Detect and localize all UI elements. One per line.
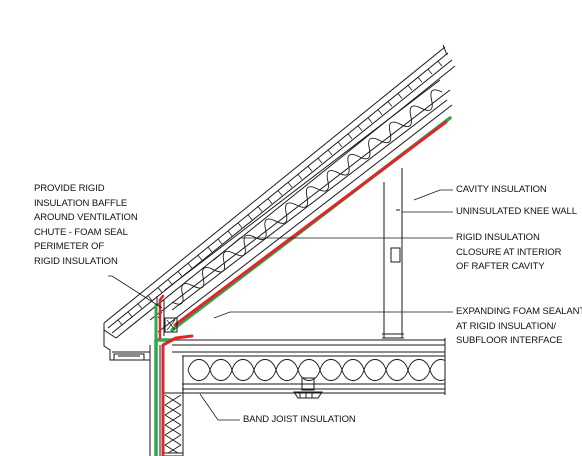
shingle-tick (327, 149, 333, 156)
cavity-insulation-batt (164, 79, 448, 311)
shingle-tick (387, 101, 393, 107)
shingle-tick (117, 319, 123, 326)
shingle-tick (417, 77, 423, 83)
shingle-tick (427, 68, 433, 75)
shingle-tick (357, 125, 363, 132)
leader-lines (108, 189, 453, 421)
shingle-tick (397, 93, 403, 99)
shingle-tick (127, 311, 133, 318)
shingle-tick (347, 133, 353, 140)
shingle-tick (227, 230, 233, 237)
baffle-label-line: CHUTE - FOAM SEAL (34, 226, 128, 238)
closure-label-line: CLOSURE AT INTERIOR (456, 246, 562, 258)
shingle-tick (377, 109, 383, 115)
shingle-tick (157, 287, 163, 293)
baffle-label: PROVIDE RIGID INSULATION BAFFLE AROUND V… (34, 182, 138, 269)
shingle-tick (287, 182, 293, 188)
floor-system (172, 338, 446, 395)
floor-insulation (187, 359, 445, 381)
foam-label-line: EXPANDING FOAM SEALANT (456, 306, 582, 317)
foam-sealant-label: EXPANDING FOAM SEALANT AT RIGID INSULATI… (456, 305, 582, 349)
band-joist-insulation (164, 394, 182, 453)
shingle-tick (177, 271, 183, 277)
knee-wall-text: UNINSULATED KNEE WALL (456, 206, 577, 217)
closure-label-line: OF RAFTER CAVITY (456, 261, 545, 272)
baffle-label-line: PERIMETER OF (34, 241, 105, 252)
shingle-tick (147, 295, 153, 301)
knee-wall-label: UNINSULATED KNEE WALL (456, 205, 577, 220)
shingle-tick (307, 165, 313, 172)
shingle-tick (317, 157, 323, 164)
rigid-insulation-rafter (170, 116, 452, 332)
shingle-tick (407, 85, 413, 91)
baffle-label-line: AROUND VENTILATION (34, 212, 138, 223)
cavity-insulation-label: CAVITY INSULATION (456, 183, 547, 198)
shingle-tick (267, 198, 273, 204)
shingle-tick (337, 141, 343, 148)
shingle-courses (117, 60, 443, 326)
band-joist-label: BAND JOIST INSULATION (243, 413, 356, 428)
light-fixture-icon (293, 377, 323, 399)
shingle-tick (437, 60, 443, 67)
closure-label: RIGID INSULATION CLOSURE AT INTERIOR OF … (456, 231, 562, 275)
shingle-tick (207, 246, 213, 253)
shingle-tick (187, 263, 193, 269)
shingle-tick (367, 117, 373, 123)
shingle-tick (217, 238, 223, 245)
rafter (149, 89, 453, 333)
shingle-tick (297, 174, 303, 180)
shingle-tick (277, 190, 283, 196)
foam-label-line: AT RIGID INSULATION/ (456, 320, 556, 332)
band-joist-text: BAND JOIST INSULATION (243, 414, 356, 425)
rigid-insulation-wall (154, 294, 194, 456)
eave-fascia-soffit (103, 330, 161, 456)
baffle-label-line: RIGID INSULATION (34, 255, 118, 267)
shingle-tick (237, 222, 243, 229)
shingle-tick (167, 279, 173, 285)
cavity-insulation-text: CAVITY INSULATION (456, 184, 547, 195)
shingle-tick (197, 254, 203, 261)
uninsulated-knee-wall (382, 168, 404, 339)
shingle-tick (247, 214, 253, 221)
closure-label-line: RIGID INSULATION (456, 232, 540, 243)
foam-label-line: SUBFLOOR INTERFACE (456, 335, 563, 346)
shingle-tick (137, 303, 143, 309)
baffle-label-line: INSULATION BAFFLE (34, 197, 128, 209)
shingle-tick (257, 206, 263, 212)
baffle-label-line: PROVIDE RIGID (34, 183, 105, 194)
